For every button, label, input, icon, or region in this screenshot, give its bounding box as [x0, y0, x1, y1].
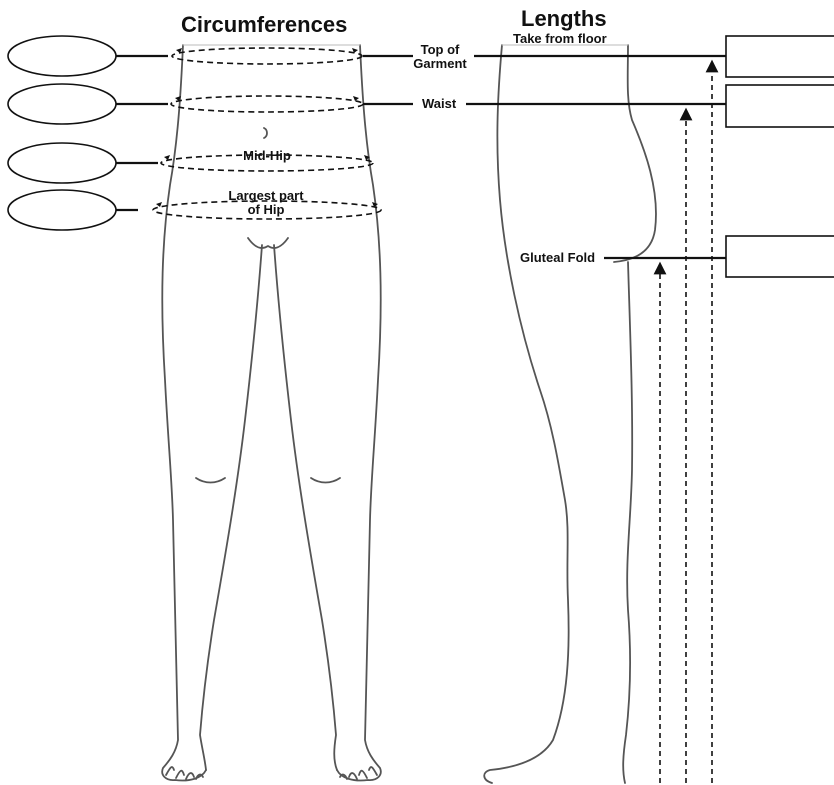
label-largest-hip: Largest part of Hip [216, 189, 316, 216]
label-gluteal-fold: Gluteal Fold [520, 251, 595, 265]
side-leg-outline [484, 45, 656, 783]
label-waist: Waist [422, 97, 456, 111]
band-arrowheads [156, 48, 378, 207]
circumference-input-largest-hip[interactable] [8, 190, 116, 230]
length-input-top-of-garment[interactable] [726, 36, 834, 77]
circumference-inputs [8, 36, 116, 230]
circumference-input-waist[interactable] [8, 84, 116, 124]
length-leaders [466, 56, 726, 258]
circumference-input-mid-hip[interactable] [8, 143, 116, 183]
label-mid-hip: Mid-Hip [227, 149, 307, 163]
circumference-leaders [116, 56, 413, 210]
circumferences-heading: Circumferences [181, 13, 347, 36]
band-top-of-garment [172, 48, 362, 64]
circumference-input-top-of-garment[interactable] [8, 36, 116, 76]
lengths-heading: Lengths [521, 7, 607, 30]
lengths-note: Take from floor [513, 32, 607, 46]
band-waist [171, 96, 363, 112]
length-input-gluteal-fold[interactable] [726, 236, 834, 277]
length-input-waist[interactable] [726, 85, 834, 127]
length-inputs [726, 36, 834, 277]
length-arrows [660, 66, 712, 783]
label-top-of-garment: Top of Garment [408, 43, 472, 70]
